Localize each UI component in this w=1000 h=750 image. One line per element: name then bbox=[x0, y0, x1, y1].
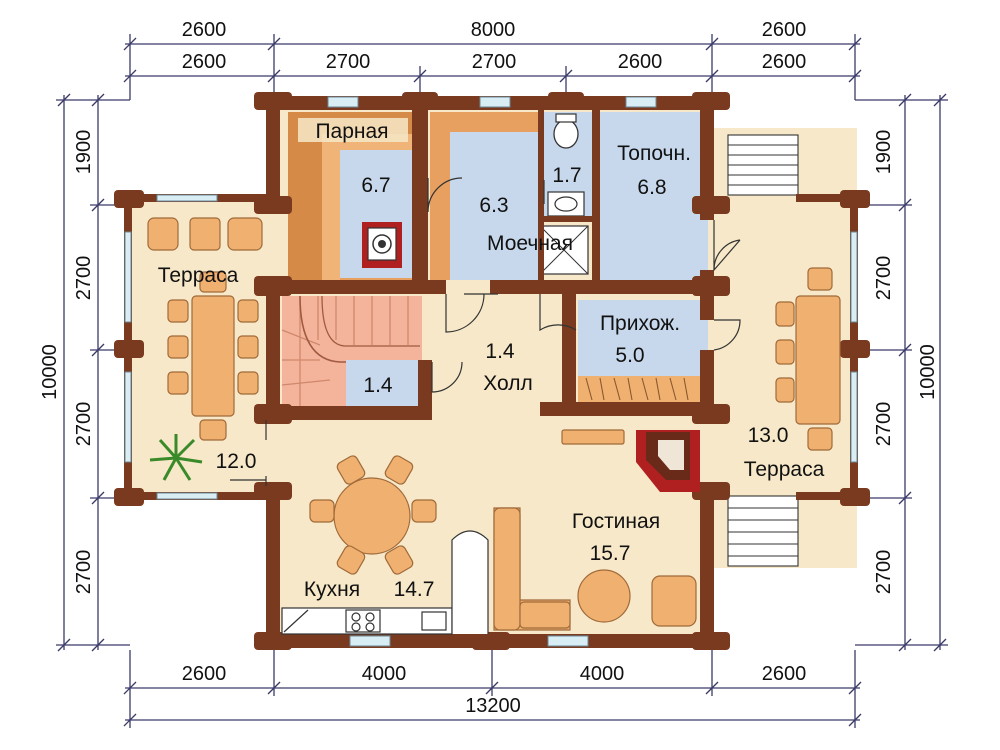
prikhozh-name: Прихож. bbox=[600, 312, 680, 335]
dim-top-outer-2: 8000 bbox=[471, 19, 516, 41]
dim-left-3: 2700 bbox=[73, 402, 95, 447]
plant-icon bbox=[149, 434, 203, 481]
parnaya-area: 6.7 bbox=[361, 174, 390, 197]
dim-top-inner-4: 2600 bbox=[618, 51, 663, 73]
windows bbox=[124, 96, 858, 647]
log-ends bbox=[114, 92, 870, 650]
dim-left-2: 2700 bbox=[73, 256, 95, 301]
moechnaya-area: 6.3 bbox=[479, 194, 508, 217]
terrace-right-name: Терраса bbox=[744, 458, 825, 481]
kukhnya-name: Кухня bbox=[304, 578, 360, 601]
prikhozh-area: 5.0 bbox=[615, 344, 644, 367]
dim-left-total: 10000 bbox=[39, 344, 61, 400]
dim-top-outer-1: 2600 bbox=[182, 19, 227, 41]
dim-top-inner-1: 2600 bbox=[182, 51, 227, 73]
dim-bottom-4: 2600 bbox=[762, 663, 807, 685]
storage-floor bbox=[346, 360, 422, 406]
moechnaya-name: Моечная bbox=[487, 232, 573, 255]
kukhnya-area: 14.7 bbox=[394, 578, 435, 601]
terrace-right-area: 13.0 bbox=[748, 424, 789, 447]
terrace-left-name: Терраса bbox=[158, 264, 239, 287]
fireplace bbox=[636, 430, 700, 492]
dim-bottom-3: 4000 bbox=[580, 663, 625, 685]
dim-top-inner-5: 2600 bbox=[762, 51, 807, 73]
hall-name: Холл bbox=[483, 372, 533, 395]
dim-right-1: 1900 bbox=[873, 130, 895, 175]
dim-right-3: 2700 bbox=[873, 402, 895, 447]
dim-bottom-1: 2600 bbox=[182, 663, 227, 685]
gostinaya-area: 15.7 bbox=[590, 542, 631, 565]
dim-right-4: 2700 bbox=[873, 550, 895, 595]
wc-area: 1.7 bbox=[552, 164, 581, 187]
dim-top-outer-3: 2600 bbox=[762, 19, 807, 41]
dim-top-inner-3: 2700 bbox=[472, 51, 517, 73]
toilet bbox=[553, 119, 579, 149]
hall-area: 1.4 bbox=[485, 340, 515, 363]
dim-left-1: 1900 bbox=[73, 130, 95, 175]
dim-right-2: 2700 bbox=[873, 256, 895, 301]
topochn-floor bbox=[598, 112, 708, 280]
dimension-labels: 2600 8000 2600 2600 2700 2700 2600 2600 … bbox=[39, 19, 939, 717]
dim-left-4: 2700 bbox=[73, 550, 95, 595]
kitchen-counter bbox=[281, 530, 489, 635]
dim-right-total: 10000 bbox=[917, 344, 939, 400]
furniture bbox=[147, 217, 841, 631]
doors bbox=[230, 177, 741, 486]
room-labels: Парная 6.7 6.3 Моечная 1.7 Топочн. 6.8 Т… bbox=[158, 118, 825, 601]
topochn-name: Топочн. bbox=[617, 142, 691, 165]
terrace-left-area: 12.0 bbox=[216, 450, 257, 473]
parnaya-name: Парная bbox=[315, 120, 388, 143]
sink bbox=[547, 191, 585, 217]
dim-bottom-2: 4000 bbox=[362, 663, 407, 685]
storage-area: 1.4 bbox=[363, 374, 393, 397]
dim-bottom-total: 13200 bbox=[465, 695, 521, 717]
gostinaya-name: Гостиная bbox=[572, 510, 660, 533]
dim-top-inner-2: 2700 bbox=[326, 51, 371, 73]
topochn-area: 6.8 bbox=[637, 176, 666, 199]
